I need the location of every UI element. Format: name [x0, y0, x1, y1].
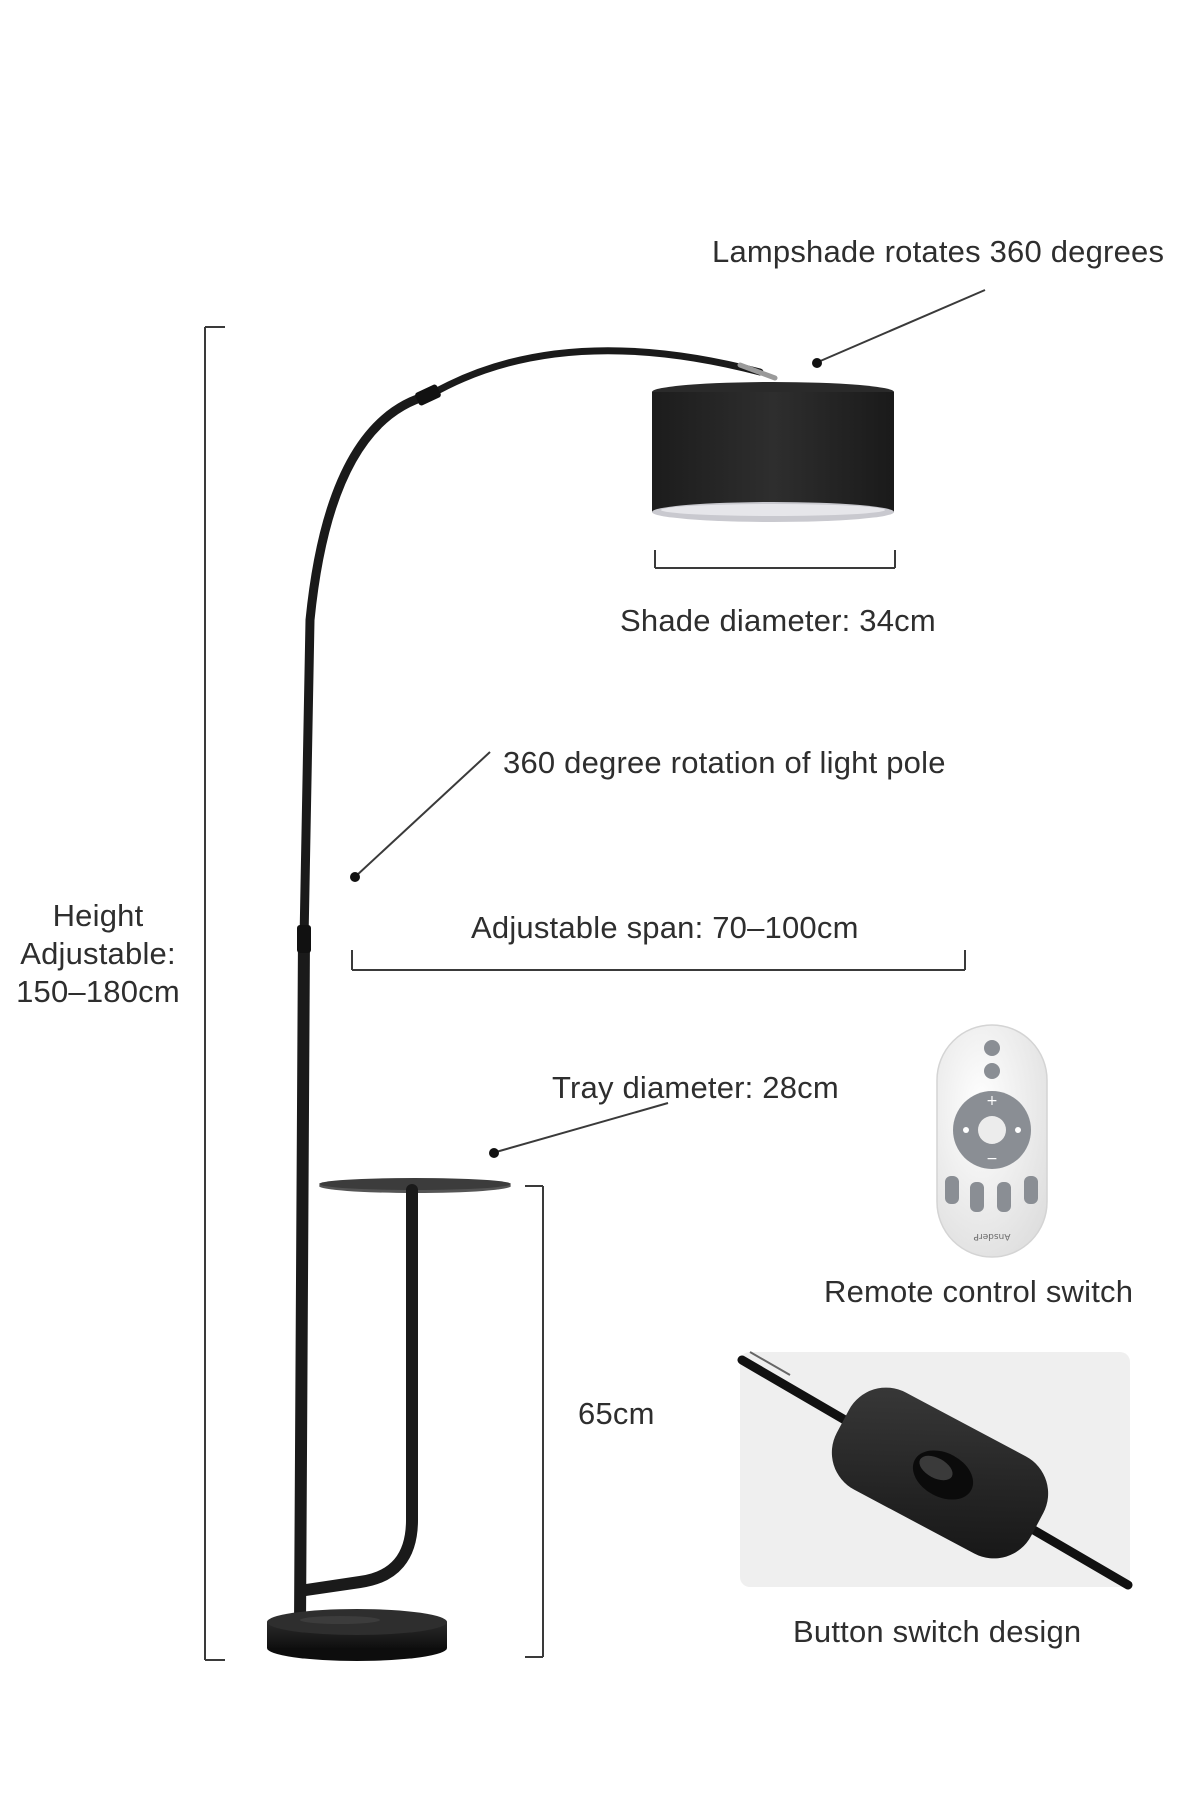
mode-icon [984, 1063, 1000, 1079]
pole-rotation-label: 360 degree rotation of light pole [503, 745, 946, 780]
plus-icon: + [986, 1093, 998, 1109]
height-bracket [204, 326, 225, 1661]
tray-height-label: 65cm [578, 1396, 655, 1431]
height-label-line1: Height [52, 898, 144, 933]
height-label-line3: 150–180cm [16, 974, 180, 1009]
adjustable-span-label: Adjustable span: 70–100cm [471, 910, 859, 945]
remote-control: + − AnsderP [936, 1024, 1048, 1258]
tray [300, 1178, 511, 1596]
tray-pointer [489, 1102, 669, 1158]
lampshade-pointer [812, 289, 986, 368]
power-icon [984, 1040, 1000, 1056]
remote-brand: AnsderP [973, 1231, 1011, 1241]
tray-height-bracket [525, 1185, 544, 1658]
height-label-line2: Adjustable: [20, 936, 176, 971]
center-button-icon [978, 1116, 1006, 1144]
remote-caption: Remote control switch [824, 1274, 1134, 1309]
shade-diameter-label: Shade diameter: 34cm [620, 603, 936, 638]
button-switch-caption: Button switch design [793, 1614, 1082, 1649]
lamp-pole [294, 347, 778, 1631]
pole-pointer [350, 751, 491, 882]
lampshade-rotation-label: Lampshade rotates 360 degrees [712, 234, 1165, 269]
shade-diameter-bracket [654, 550, 896, 569]
button-switch-photo [737, 1351, 1133, 1590]
lamp-base [267, 1609, 447, 1661]
lampshade [652, 382, 894, 522]
minus-icon: − [986, 1151, 998, 1167]
height-label: Height Adjustable: 150–180cm [4, 897, 192, 1011]
span-bracket [351, 950, 966, 971]
tray-diameter-label: Tray diameter: 28cm [552, 1070, 839, 1105]
